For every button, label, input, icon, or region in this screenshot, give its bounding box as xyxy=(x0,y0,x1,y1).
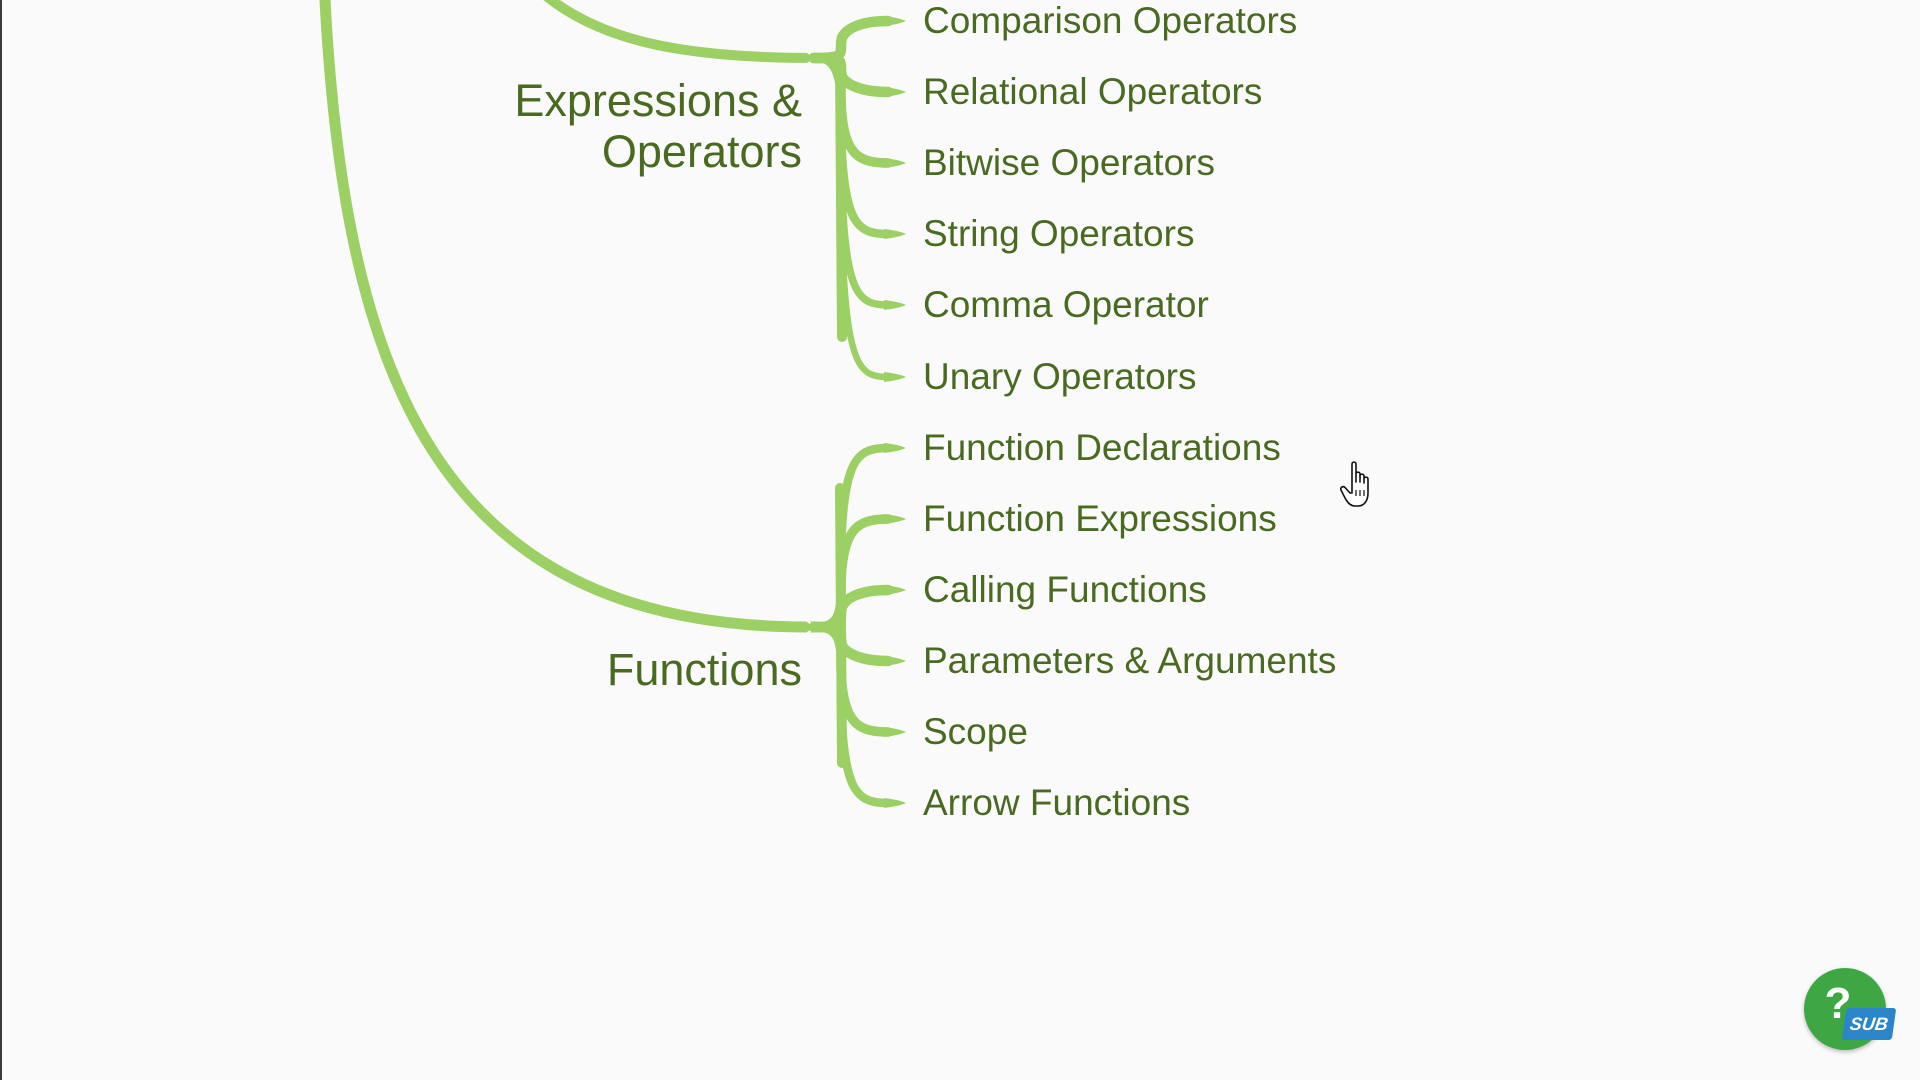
branch-label-functions[interactable]: Functions xyxy=(606,644,802,695)
hand-pointer-icon xyxy=(1340,461,1369,507)
leaf-unary-operators[interactable]: Unary Operators xyxy=(923,356,1197,397)
branch-0-leaf-connector-2 xyxy=(809,53,893,168)
branch-0-leaf-connector-0 xyxy=(808,15,894,64)
branch-0-leaf-tip-4 xyxy=(884,300,906,310)
branch-0-leaf-tip-0 xyxy=(884,16,906,26)
leaf-calling-functions[interactable]: Calling Functions xyxy=(923,569,1207,610)
branch-0-leaf-tip-3 xyxy=(884,229,906,239)
branch-0-leaf-tip-5 xyxy=(884,372,906,382)
leaf-scope[interactable]: Scope xyxy=(923,711,1028,752)
leaf-parameters-arguments[interactable]: Parameters & Arguments xyxy=(923,640,1337,681)
trunk-connector xyxy=(319,0,821,633)
branch-0-leaf-tip-1 xyxy=(884,87,906,97)
branch-1-leaf-tip-4 xyxy=(884,727,906,737)
help-button[interactable]: ? SUB xyxy=(1804,968,1897,1050)
branch-1-leaf-connector-4 xyxy=(809,622,893,737)
leaf-comma-operator[interactable]: Comma Operator xyxy=(923,284,1209,325)
branch-1-leaf-tip-1 xyxy=(884,514,906,524)
branch-label-expressions-operators[interactable]: Expressions & Operators xyxy=(514,75,802,177)
subscribe-tag[interactable]: SUB xyxy=(1841,1008,1897,1040)
leaf-function-declarations[interactable]: Function Declarations xyxy=(923,427,1281,468)
branch-1-leaf-connector-1 xyxy=(809,514,893,632)
leaf-bitwise-operators[interactable]: Bitwise Operators xyxy=(923,142,1215,183)
leaf-arrow-functions[interactable]: Arrow Functions xyxy=(923,782,1191,823)
upper-branch-connector xyxy=(543,0,820,63)
branch-1-spine xyxy=(835,483,847,768)
branch-1-leaf-tip-5 xyxy=(884,798,906,808)
window-left-border xyxy=(0,0,2,1080)
leaf-string-operators[interactable]: String Operators xyxy=(923,213,1195,254)
branch-1-leaf-tip-3 xyxy=(884,656,906,666)
branch-0-spine xyxy=(835,56,847,342)
branch-1-leaf-tip-0 xyxy=(884,443,906,453)
branch-0-leaf-tip-2 xyxy=(884,158,906,168)
leaf-comparison-operators[interactable]: Comparison Operators xyxy=(923,0,1298,41)
branch-1-leaf-tip-2 xyxy=(884,585,906,595)
leaf-function-expressions[interactable]: Function Expressions xyxy=(923,498,1277,539)
leaf-relational-operators[interactable]: Relational Operators xyxy=(923,71,1263,112)
